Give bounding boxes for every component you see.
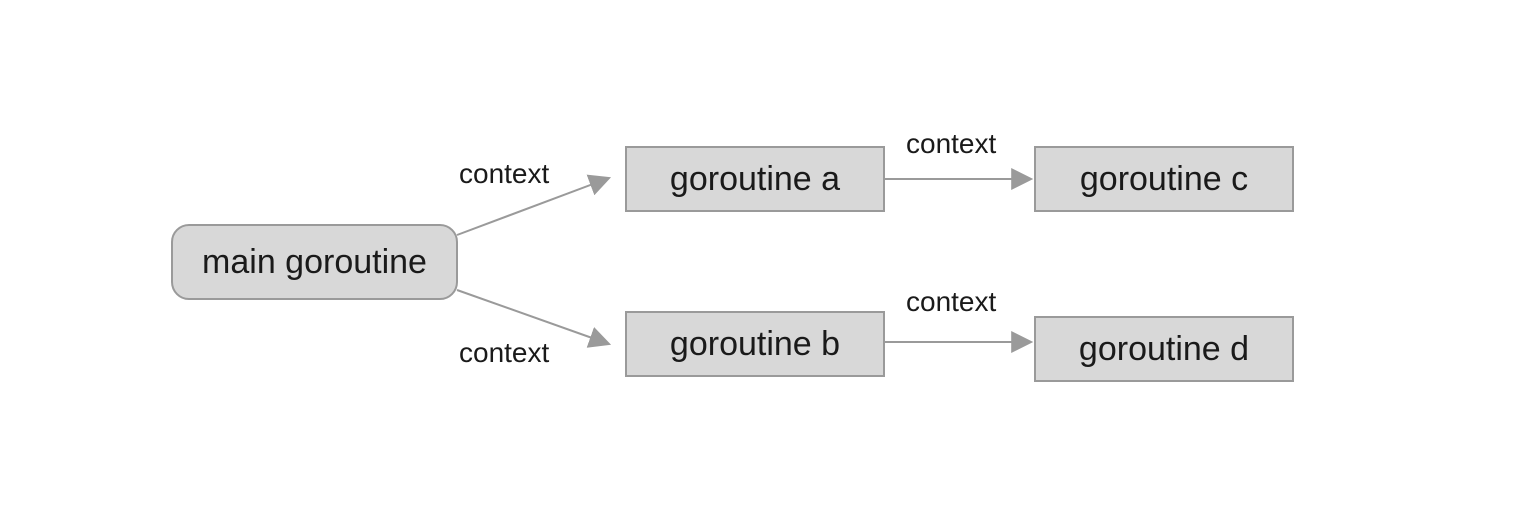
edge-main-to-b bbox=[456, 289, 612, 348]
label-main-to-b: context bbox=[459, 337, 550, 368]
node-goroutine-d: goroutine d bbox=[1034, 316, 1294, 382]
node-goroutine-b: goroutine b bbox=[625, 311, 885, 377]
node-goroutine-a: goroutine a bbox=[625, 146, 885, 212]
node-main-goroutine: main goroutine bbox=[171, 224, 458, 300]
edge-main-to-a bbox=[456, 174, 612, 236]
label-main-to-a: context bbox=[459, 158, 550, 189]
label-a-to-c: context bbox=[906, 128, 997, 159]
label-b-to-d: context bbox=[906, 286, 997, 317]
node-goroutine-c: goroutine c bbox=[1034, 146, 1294, 212]
